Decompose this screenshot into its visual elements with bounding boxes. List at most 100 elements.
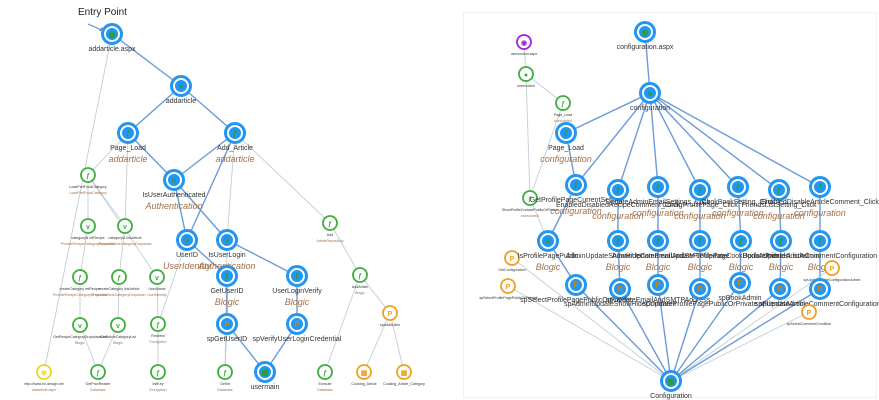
method-icon: ƒ <box>739 237 744 246</box>
node-group-label: Blogic <box>536 262 561 272</box>
graph-node-cooking_article_cat[interactable]: ▦Cooking_Article_Category <box>383 364 425 386</box>
graph-node-usercontrol_aspx[interactable]: ◉usercontrol.aspx <box>511 34 538 56</box>
procedure-icon: P <box>294 320 300 329</box>
procedure-icon: P <box>830 266 835 273</box>
edge-addarticle_aspx-to-externalurl <box>43 33 113 373</box>
node-group-label: Database <box>317 388 332 392</box>
node-group-label: configuration <box>592 211 644 221</box>
variable-icon: v <box>225 236 230 245</box>
graph-node-loadpreffood[interactable]: ƒLoadPrefFoodCategoryLoadPrefFoodCategor… <box>69 167 107 195</box>
node-label: spSelectCommentCondition <box>787 322 832 326</box>
graph-node-enabledisablearticle[interactable]: ƒEnabledDisableArticleComment_Clickconfi… <box>761 176 879 219</box>
variable-icon: v <box>155 275 159 282</box>
node-group-label: Encryption <box>150 340 167 344</box>
node-label: configuration <box>630 105 670 112</box>
node-label: UpdateFriendsListAdmin <box>743 253 820 260</box>
graph-node-cooking_article[interactable]: ▦Cooking_Article <box>351 364 377 386</box>
method-icon: ƒ <box>574 181 579 190</box>
node-label: UpdateCookBookAdmin <box>704 253 779 260</box>
graph-node-showprofile[interactable]: ƒShowProfileContactPublicOrPrivateuserco… <box>502 190 559 218</box>
graph-node-enabledisablerecipe[interactable]: ƒEnabledDisabledRecipeComment_Clickconfi… <box>556 179 681 222</box>
edge-spaddarticle-to-cooking_article <box>363 312 391 373</box>
node-label: IsUserAuthenticated <box>142 192 205 199</box>
graph-node-config_aspx[interactable]: ◉configuration.aspx <box>617 21 674 52</box>
graph-node-addarticle_aspx[interactable]: ◉addarticle.aspx <box>88 23 136 54</box>
edge-addarticle_aspx-to-addarticle <box>111 33 182 87</box>
node-label: Add_Article <box>217 145 253 152</box>
procedure-icon: P <box>506 284 511 291</box>
node-label: spUpdateProfilePagePublicOrPrivate <box>643 301 758 308</box>
node-label: EnabledDisableArticleComment_Click <box>761 199 879 206</box>
edge-uc_page_load-to-showprofile <box>529 102 564 199</box>
graph-node-configuration_tbl[interactable]: ▦Configuration <box>650 370 692 400</box>
edge-spupdateemailsmtp-to-configuration_tbl <box>657 284 672 382</box>
node-group-label: ProvideRecipeCategoryDropdown <box>53 293 107 297</box>
graph-node-usercontrol[interactable]: ●usercontrol <box>517 66 535 88</box>
graph-node-getprofilepagecurrent[interactable]: ƒGetProfilePageCurrentSettingconfigurati… <box>530 174 623 217</box>
node-label: Cooking_Article_Category <box>383 382 425 386</box>
graph-node-addarticle[interactable]: ●addarticle <box>166 75 196 106</box>
method-icon: ƒ <box>96 370 100 377</box>
procedure-icon: P <box>617 285 623 294</box>
edge-configuration_cls-to-enabledisablearticle <box>649 92 821 188</box>
graph-node-configuration_cls[interactable]: ●configuration <box>630 82 670 113</box>
node-label: configuration.aspx <box>617 44 674 51</box>
method-icon: ƒ <box>156 370 160 377</box>
edge-add-to-addarticle_m <box>329 222 361 276</box>
procedure-icon: P <box>573 281 579 290</box>
graph-node-usermain[interactable]: ▦usermain <box>251 361 280 392</box>
method-icon: ƒ <box>295 272 300 281</box>
graph-node-updateadminemail[interactable]: ƒUpdateAdminEmailSettings_Clickconfigura… <box>606 176 711 219</box>
node-label: GetRecipeCategoryDropdownList <box>53 335 107 339</box>
node-group-label: configuration <box>550 206 602 216</box>
